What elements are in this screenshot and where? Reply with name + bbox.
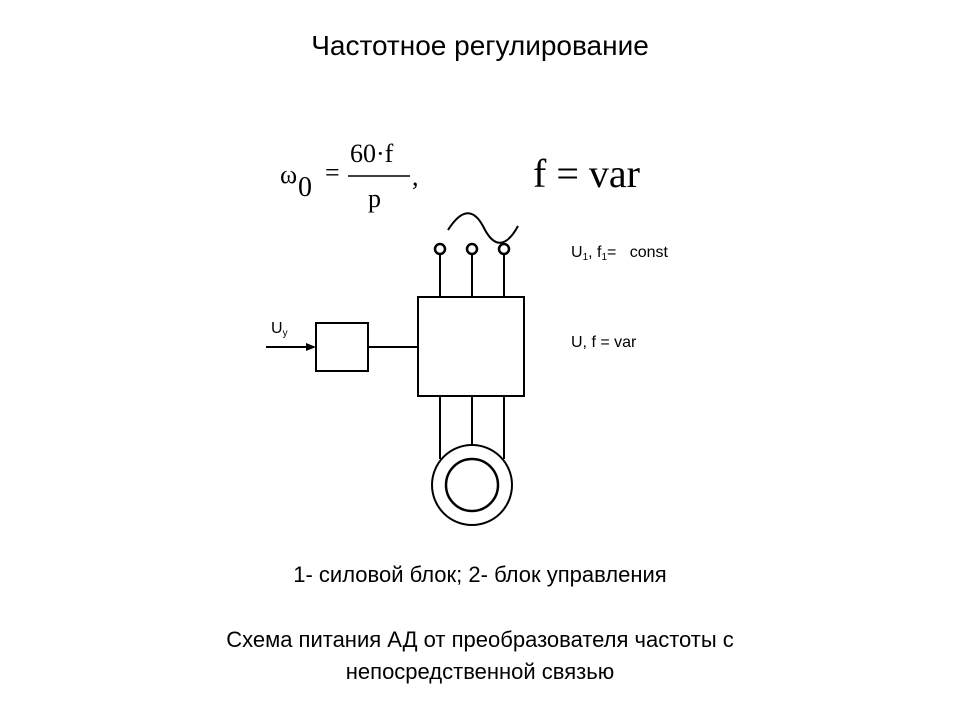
caption-line-2: непосредственной связью [345,659,615,684]
legend: 1- силовой блок; 2- блок управления [293,562,667,587]
ac-sine-wave [447,212,519,244]
power-block [417,296,525,397]
terminal-2 [465,242,479,256]
output-params-label: U, f = var [571,334,637,351]
control-block [315,322,369,372]
omega-symbol: ω [280,160,298,189]
terminal-1 [433,242,447,256]
caption-line-1: Схема питания АД от преобразователя част… [226,627,734,652]
caption: Схема питания АД от преобразователя част… [0,624,960,688]
formula-comma: , [412,162,419,191]
formula-denominator: p [368,184,381,213]
control-voltage-label: Uy [271,320,288,339]
motor-inner [444,457,500,513]
formula-numerator: 60·f [350,139,394,168]
f-var-formula: f = var [533,151,640,196]
formula-equals: = [325,158,340,187]
terminal-3 [497,242,511,256]
omega-subscript: 0 [298,172,312,203]
input-params-label: U1, f1= const [571,244,668,263]
page-title: Частотное регулирование [311,30,649,61]
control-input-arrowhead [306,343,316,351]
